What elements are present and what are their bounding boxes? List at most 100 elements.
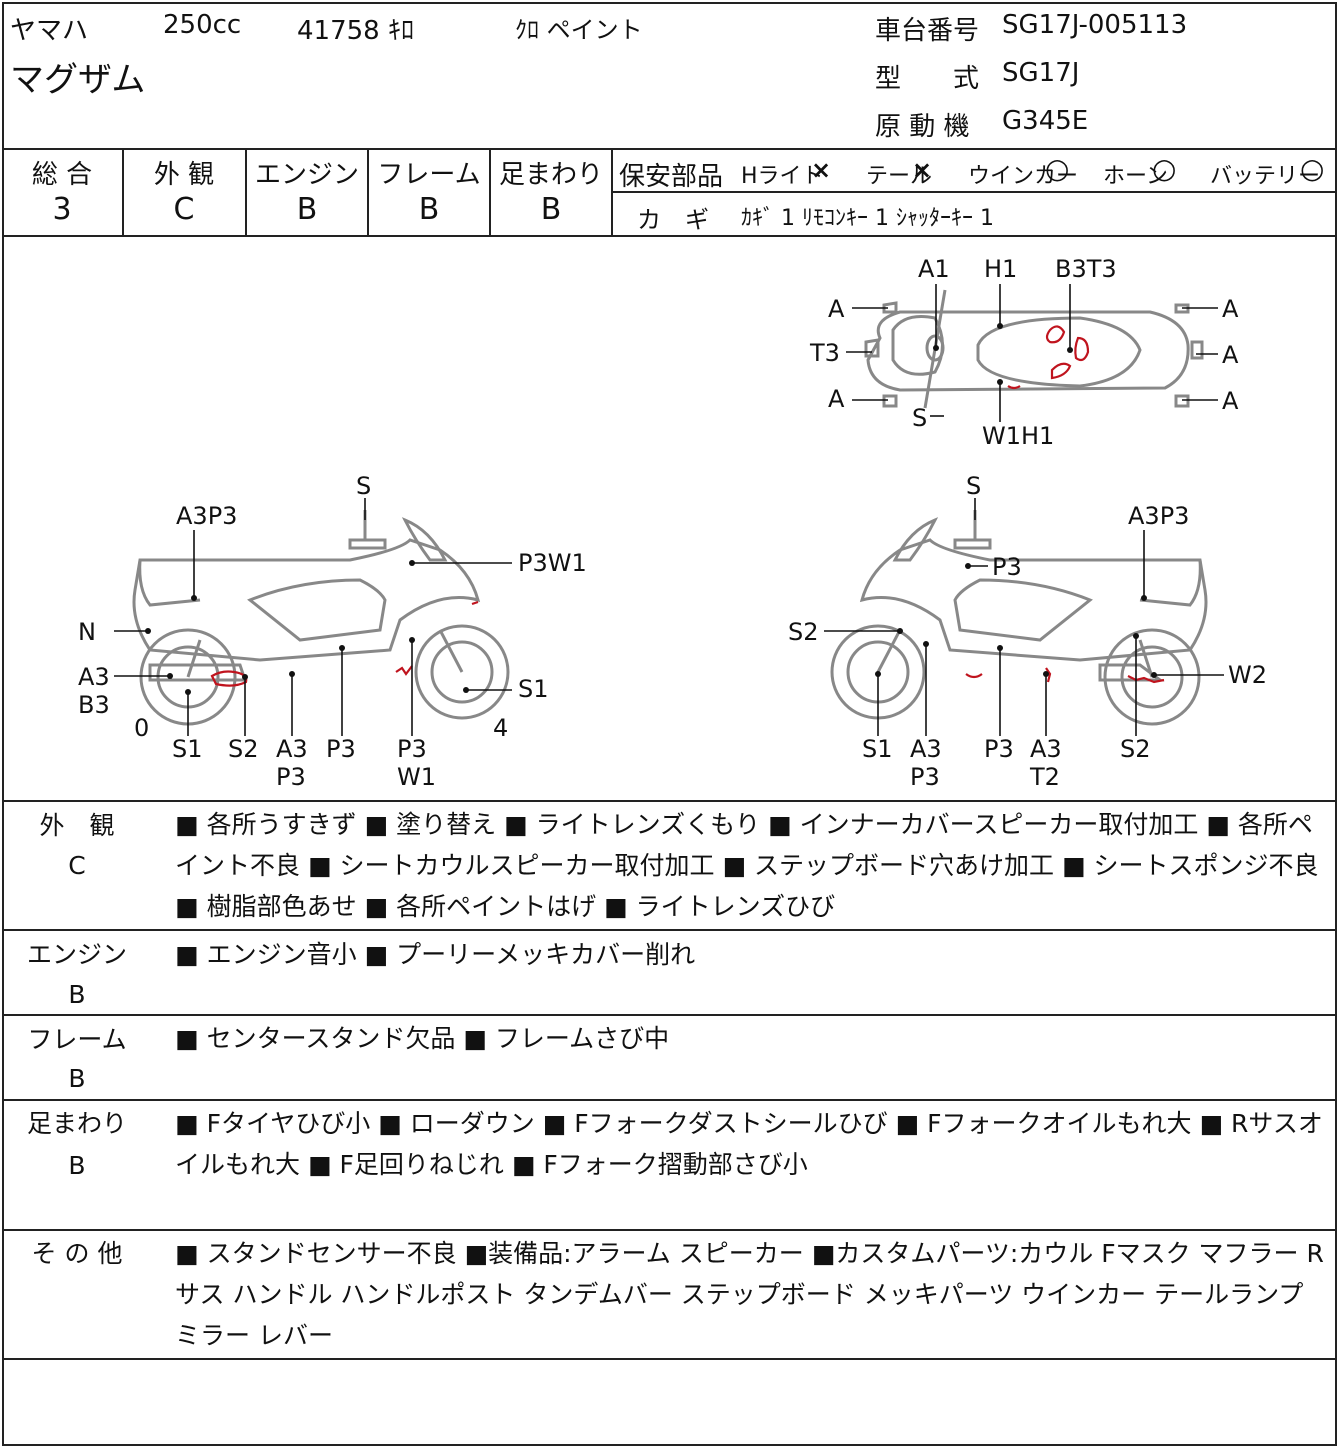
safety-mark-winker: ○ <box>1045 152 1070 185</box>
detail-category-engine: エンジン <box>26 940 127 969</box>
detail-grade-appearance: C <box>68 851 86 880</box>
grade-appearance-label: 外 観 <box>153 160 215 190</box>
safety-mark-headlight: × <box>811 156 832 184</box>
chassis-number: SG17J-005113 <box>1002 10 1188 40</box>
label-right-s: S <box>966 472 981 500</box>
safety-item-winker: ウインカー <box>968 164 1079 189</box>
detail-grade-frame: B <box>68 1064 86 1093</box>
label-left-p3: P3 <box>326 735 356 763</box>
grade-frame-value: B <box>418 192 440 227</box>
keys-label: カ ギ <box>637 206 709 234</box>
grade-suspension-label: 足まわり <box>498 160 603 190</box>
label-top-h1: H1 <box>984 255 1017 283</box>
maker: ヤマハ <box>10 16 89 46</box>
grade-engine-value: B <box>296 192 318 227</box>
label-top-a-fl: A <box>828 295 845 323</box>
label-right-p3: P3 <box>992 553 1022 581</box>
label-left-a3p3: A3P3 <box>176 502 237 530</box>
detail-text-appearance: ■ 各所うすきず ■ 塗り替え ■ ライトレンズくもり ■ インナーカバースピー… <box>175 810 1319 921</box>
bike-top-view <box>864 289 1204 409</box>
label-top-a-fr: A <box>1222 295 1239 323</box>
label-left-p3b: P3 <box>276 763 306 791</box>
detail-category-other: そ の 他 <box>31 1239 123 1268</box>
left-view-labels: S A3P3 P3W1 N A3 B3 0 4 S1 S1 S2 A3 P3 P… <box>78 472 587 791</box>
label-left-s: S <box>356 472 371 500</box>
detail-text-other: ■ スタンドセンサー不良 ■装備品:アラーム スピーカー ■カスタムパーツ:カウ… <box>175 1239 1324 1350</box>
label-top-s: S <box>912 404 927 432</box>
label-left-a3b: A3 <box>276 735 308 763</box>
detail-grade-engine: B <box>68 980 86 1009</box>
label-left-b3: B3 <box>78 691 110 719</box>
label-right-w2: W2 <box>1228 661 1267 689</box>
divider <box>489 148 491 236</box>
right-view-labels: S A3P3 P3 S2 W2 S1 A3 P3 P3 A3 T2 S2 <box>788 472 1267 791</box>
divider <box>2 148 1337 150</box>
label-right-s2b: S2 <box>1120 735 1151 763</box>
detail-grade-suspension: B <box>68 1151 86 1180</box>
safety-item-horn: ホーン <box>1103 164 1168 189</box>
label-right-s2: S2 <box>788 618 819 646</box>
top-view-labels: A1 H1 B3T3 A T3 A A A A S W1H1 <box>809 255 1239 450</box>
label-left-s1-rear: S1 <box>518 675 549 703</box>
damage-diagram: A1 H1 B3T3 A T3 A A A A S W1H1 <box>78 255 1267 791</box>
detail-text-suspension: ■ Fタイヤひび小 ■ ローダウン ■ Fフォークダストシールひび ■ Fフォー… <box>175 1109 1323 1179</box>
label-left-four: 4 <box>493 714 508 742</box>
label-right-a3: A3 <box>910 735 942 763</box>
label-left-p3w1: P3W1 <box>518 549 587 577</box>
label-top-w1h1: W1H1 <box>982 422 1054 450</box>
divider <box>2 235 1337 237</box>
type-value: SG17J <box>1002 58 1080 88</box>
detail-category-appearance: 外 観 <box>39 811 115 840</box>
safety-mark-battery: ○ <box>1300 152 1325 185</box>
engine-label: 原 動 機 <box>875 112 970 142</box>
divider <box>2 1099 1337 1101</box>
divider <box>122 148 124 236</box>
detail-text-engine: ■ エンジン音小 ■ プーリーメッキカバー削れ <box>175 940 696 969</box>
label-top-a-rl: A <box>828 385 845 413</box>
keys-value: ｶｷﾞ 1 ﾘﾓｺﾝｷｰ 1 ｼｬｯﾀｰｷｰ 1 <box>741 206 994 231</box>
label-right-a3b: A3 <box>1030 735 1062 763</box>
safety-item-headlight: Hライト <box>741 164 824 189</box>
divider <box>367 148 369 236</box>
label-right-p3b: P3 <box>910 763 940 791</box>
displacement: 250cc <box>163 10 242 40</box>
label-left-p3c: P3 <box>397 735 427 763</box>
grade-total-value: 3 <box>52 192 72 227</box>
label-right-a3p3: A3P3 <box>1128 502 1189 530</box>
model-name: マグザム <box>10 60 146 100</box>
divider <box>611 191 1337 193</box>
detail-category-frame: フレーム <box>27 1025 127 1054</box>
label-top-b3t3: B3T3 <box>1055 255 1117 283</box>
grade-appearance-value: C <box>173 192 195 227</box>
grade-total-label: 総 合 <box>31 160 93 190</box>
label-left-w1: W1 <box>397 763 436 791</box>
label-left-s1: S1 <box>172 735 203 763</box>
label-top-a-rr: A <box>1222 387 1239 415</box>
label-right-t2: T2 <box>1029 763 1060 791</box>
safety-mark-horn: ○ <box>1152 152 1177 185</box>
mileage: 41758 ｷﾛ <box>297 16 414 46</box>
divider <box>2 929 1337 931</box>
detail-text-frame: ■ センタースタンド欠品 ■ フレームさび中 <box>175 1024 670 1053</box>
grade-frame-label: フレーム <box>377 160 481 190</box>
divider <box>2 800 1337 802</box>
label-top-a1: A1 <box>918 255 950 283</box>
color: ｸﾛ ペイント <box>515 16 643 44</box>
safety-item-tail: テール <box>866 164 933 189</box>
label-right-s1: S1 <box>862 735 893 763</box>
label-left-s2: S2 <box>228 735 259 763</box>
grade-engine-label: エンジン <box>254 160 359 190</box>
safety-label: 保安部品 <box>619 162 724 192</box>
divider <box>2 1014 1337 1016</box>
detail-category-suspension: 足まわり <box>26 1109 127 1138</box>
type-label: 型 式 <box>875 64 980 94</box>
grade-suspension-value: B <box>540 192 562 227</box>
label-top-a-mr: A <box>1222 341 1239 369</box>
safety-item-battery: バッテリー <box>1210 164 1321 189</box>
divider <box>2 1358 1337 1360</box>
label-left-a3: A3 <box>78 663 110 691</box>
safety-mark-tail: × <box>912 156 933 184</box>
engine-value: G345E <box>1002 106 1089 136</box>
label-left-zero: 0 <box>134 714 149 742</box>
